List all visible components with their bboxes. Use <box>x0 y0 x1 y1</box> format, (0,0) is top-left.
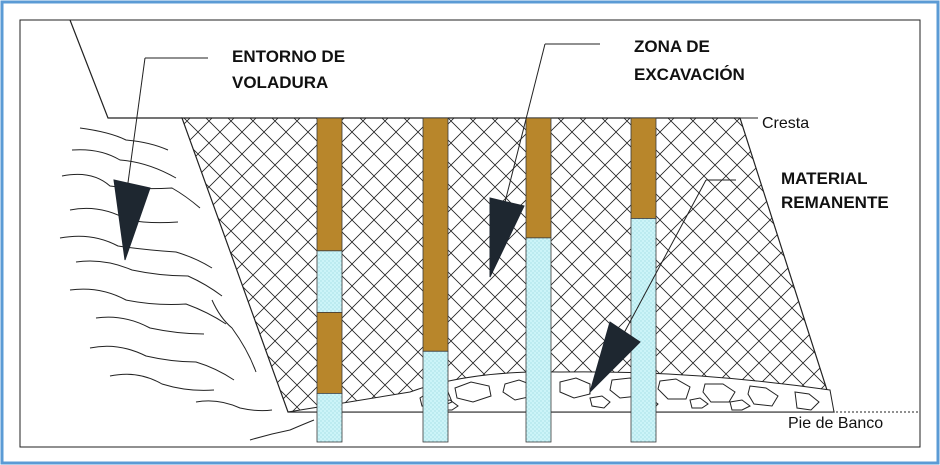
hole-3-charge-segment <box>525 117 552 239</box>
hole-1-charge-segment <box>316 117 343 252</box>
pointer-zona-icon <box>489 197 525 278</box>
upper-slope-line <box>69 19 182 119</box>
label-entorno-line2: VOLADURA <box>232 73 328 92</box>
blast-holes <box>316 117 657 443</box>
hole-1-stemming-segment <box>316 392 343 443</box>
blast-hole-3 <box>525 117 552 443</box>
label-material-line2: REMANENTE <box>781 193 889 212</box>
label-pie-de-banco: Pie de Banco <box>788 415 883 432</box>
pointer-entorno-icon <box>113 179 151 261</box>
label-cresta: Cresta <box>762 115 809 132</box>
label-material-line1: MATERIAL <box>781 169 868 188</box>
label-entorno-line1: ENTORNO DE <box>232 47 345 66</box>
pointer-entorno <box>113 57 208 261</box>
hole-2-stemming-segment <box>422 350 449 443</box>
blast-hole-1 <box>316 117 343 443</box>
blast-hole-4 <box>630 117 657 443</box>
fracture-lines <box>59 127 315 441</box>
bench-body <box>181 117 835 413</box>
pointer-material <box>588 179 736 394</box>
hole-2-charge-segment <box>422 117 449 352</box>
hole-1-charge-segment <box>316 311 343 394</box>
pointer-material-icon <box>588 321 641 394</box>
hole-4-charge-segment <box>630 117 657 219</box>
hole-4-stemming-segment <box>630 218 657 443</box>
pointer-zona <box>489 43 600 278</box>
label-zona-line1: ZONA DE <box>634 37 710 56</box>
blast-hole-2 <box>422 117 449 443</box>
hole-1-stemming-segment <box>316 250 343 313</box>
hole-3-stemming-segment <box>525 237 552 443</box>
label-zona-line2: EXCAVACIÓN <box>634 65 745 84</box>
inner-frame <box>19 19 921 448</box>
